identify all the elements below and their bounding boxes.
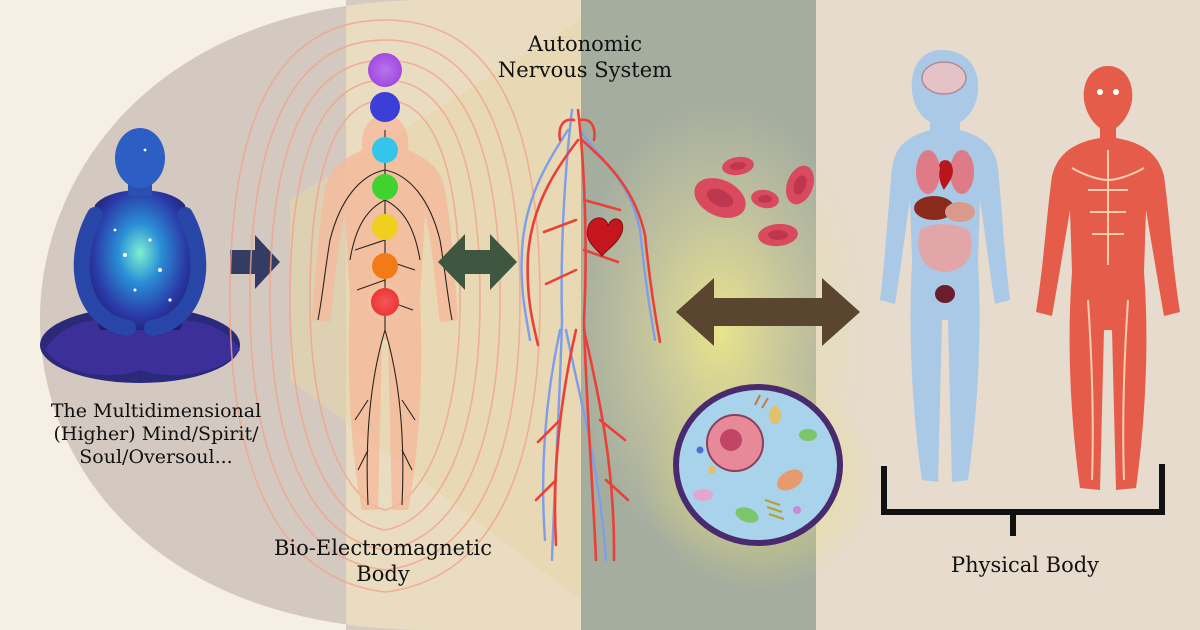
autonomic-label-line-2: Nervous System (497, 57, 673, 82)
arrow-field-to-nervous (438, 234, 517, 290)
heart-icon (586, 217, 624, 257)
physical-label-line-1: Physical Body (950, 553, 1100, 577)
arrow-mind-to-field (230, 235, 280, 289)
chakra-sacral (372, 253, 398, 279)
vascular-system-icon (520, 108, 662, 562)
chakra-body-icon (229, 19, 541, 593)
mind-label-line-3: Soul/Oversoul... (79, 446, 233, 469)
bio-electromagnetic-body-label: Bio-Electromagnetic Body (228, 536, 538, 587)
arrow-nervous-to-physical (676, 278, 860, 346)
red-blood-cells-icon (694, 156, 815, 247)
chakra-solar-plexus (372, 214, 398, 240)
chakra-throat (372, 137, 398, 163)
bio-label-line-1: Bio-Electromagnetic (274, 536, 492, 560)
autonomic-nervous-system-label: Autonomic Nervous System (450, 32, 720, 83)
physical-body-label: Physical Body (905, 553, 1145, 579)
autonomic-label-line-1: Autonomic (527, 32, 643, 56)
organs-body-icon (880, 50, 1010, 482)
bio-label-line-2: Body (356, 561, 410, 586)
mind-label-line-1: The Multidimensional (50, 400, 262, 422)
chakra-column (363, 48, 407, 322)
chakra-third-eye (370, 92, 400, 122)
mind-label-line-2: (Higher) Mind/Spirit/ (53, 423, 259, 446)
cell-icon (673, 384, 843, 546)
mind-spirit-label: The Multidimensional (Higher) Mind/Spiri… (6, 400, 306, 470)
physical-body-bracket (881, 464, 1165, 536)
meditating-figure-icon (40, 128, 240, 383)
chakra-heart (372, 174, 398, 200)
muscle-body-icon (1036, 66, 1180, 490)
